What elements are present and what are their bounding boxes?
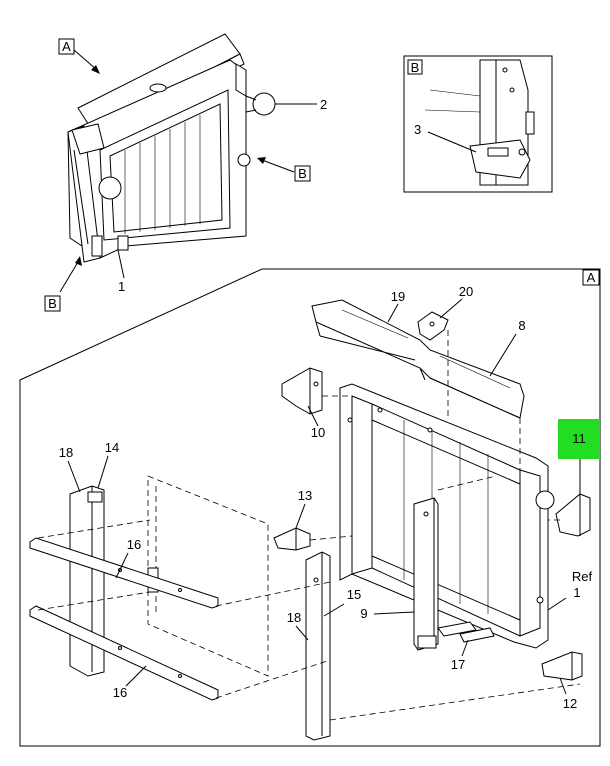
callout-12: 12 (563, 696, 577, 711)
leader-20 (439, 298, 463, 319)
part-12-bracket (541, 651, 583, 681)
leader-16-lower (125, 665, 147, 687)
leader-8 (489, 333, 517, 377)
leader-18-left (67, 460, 81, 493)
detail-view-a-border (19, 268, 601, 747)
leader-13 (295, 503, 306, 529)
svg-text:A: A (587, 270, 596, 285)
part-8-19-shroud (311, 299, 525, 419)
detail-view-b: B (403, 55, 553, 193)
part-17-clip (437, 621, 495, 643)
leader-arrow-a (73, 49, 98, 71)
svg-text:B: B (411, 60, 420, 75)
svg-text:B: B (48, 296, 57, 311)
callout-17: 17 (451, 657, 465, 672)
callout-1-detail: 1 (573, 585, 580, 600)
callout-8: 8 (518, 318, 525, 333)
svg-text:B: B (298, 166, 307, 181)
callout-ref: Ref (572, 569, 593, 584)
callout-14: 14 (105, 440, 119, 455)
part-16-strip-upper (29, 537, 219, 609)
leader-1-detail (547, 597, 567, 611)
part-11-bracket (555, 493, 591, 537)
part-15-18-seal-middle (305, 551, 331, 741)
callout-18-left: 18 (59, 445, 73, 460)
part-10-bracket (281, 367, 323, 415)
leader-15 (323, 603, 345, 617)
leader-1-top (117, 249, 125, 279)
callout-13: 13 (298, 488, 312, 503)
svg-text:A: A (62, 39, 71, 54)
callout-9: 9 (360, 606, 367, 621)
leader-12 (559, 677, 567, 695)
part-1-radiator-frame (339, 383, 555, 649)
leader-arrow-b-right (261, 159, 295, 173)
arrowhead-icon (75, 256, 82, 266)
arrowhead-icon (257, 157, 266, 164)
overview-assembly (67, 33, 276, 263)
part-16-strip-lower (29, 605, 219, 701)
part-9-seal (413, 497, 439, 651)
view-label-a-top: A (58, 38, 75, 55)
part-13-bracket (273, 527, 311, 551)
leader-arrow-b-bottom (59, 261, 79, 293)
leader-19 (387, 303, 399, 323)
callout-10: 10 (311, 425, 325, 440)
callout-20: 20 (459, 284, 473, 299)
callout-19: 19 (391, 289, 405, 304)
part-20-bracket (417, 311, 449, 341)
leader-18-middle (295, 625, 309, 641)
callout-16-upper: 16 (127, 537, 141, 552)
view-label-a-detail: A (582, 269, 600, 286)
view-label-b-bottom: B (44, 295, 61, 312)
callout-11[interactable]: 11 (572, 431, 586, 446)
radiator-core-outline (147, 475, 269, 677)
leader-14 (97, 455, 109, 489)
callout-15: 15 (347, 587, 361, 602)
arrowhead-icon (91, 65, 100, 74)
callout-1-top: 1 (118, 279, 125, 294)
leader-10 (307, 405, 319, 427)
callout-2: 2 (320, 97, 327, 112)
leader-9 (373, 611, 415, 615)
callout-16-lower: 16 (113, 685, 127, 700)
callout-3: 3 (414, 122, 421, 137)
leader-16-upper (115, 552, 129, 579)
leader-17 (461, 639, 469, 657)
leader-3 (427, 131, 477, 153)
highlight-box-11[interactable] (558, 419, 600, 459)
view-label-b-right: B (294, 165, 311, 182)
callout-18-middle: 18 (287, 610, 301, 625)
alignment-lines (37, 330, 581, 721)
